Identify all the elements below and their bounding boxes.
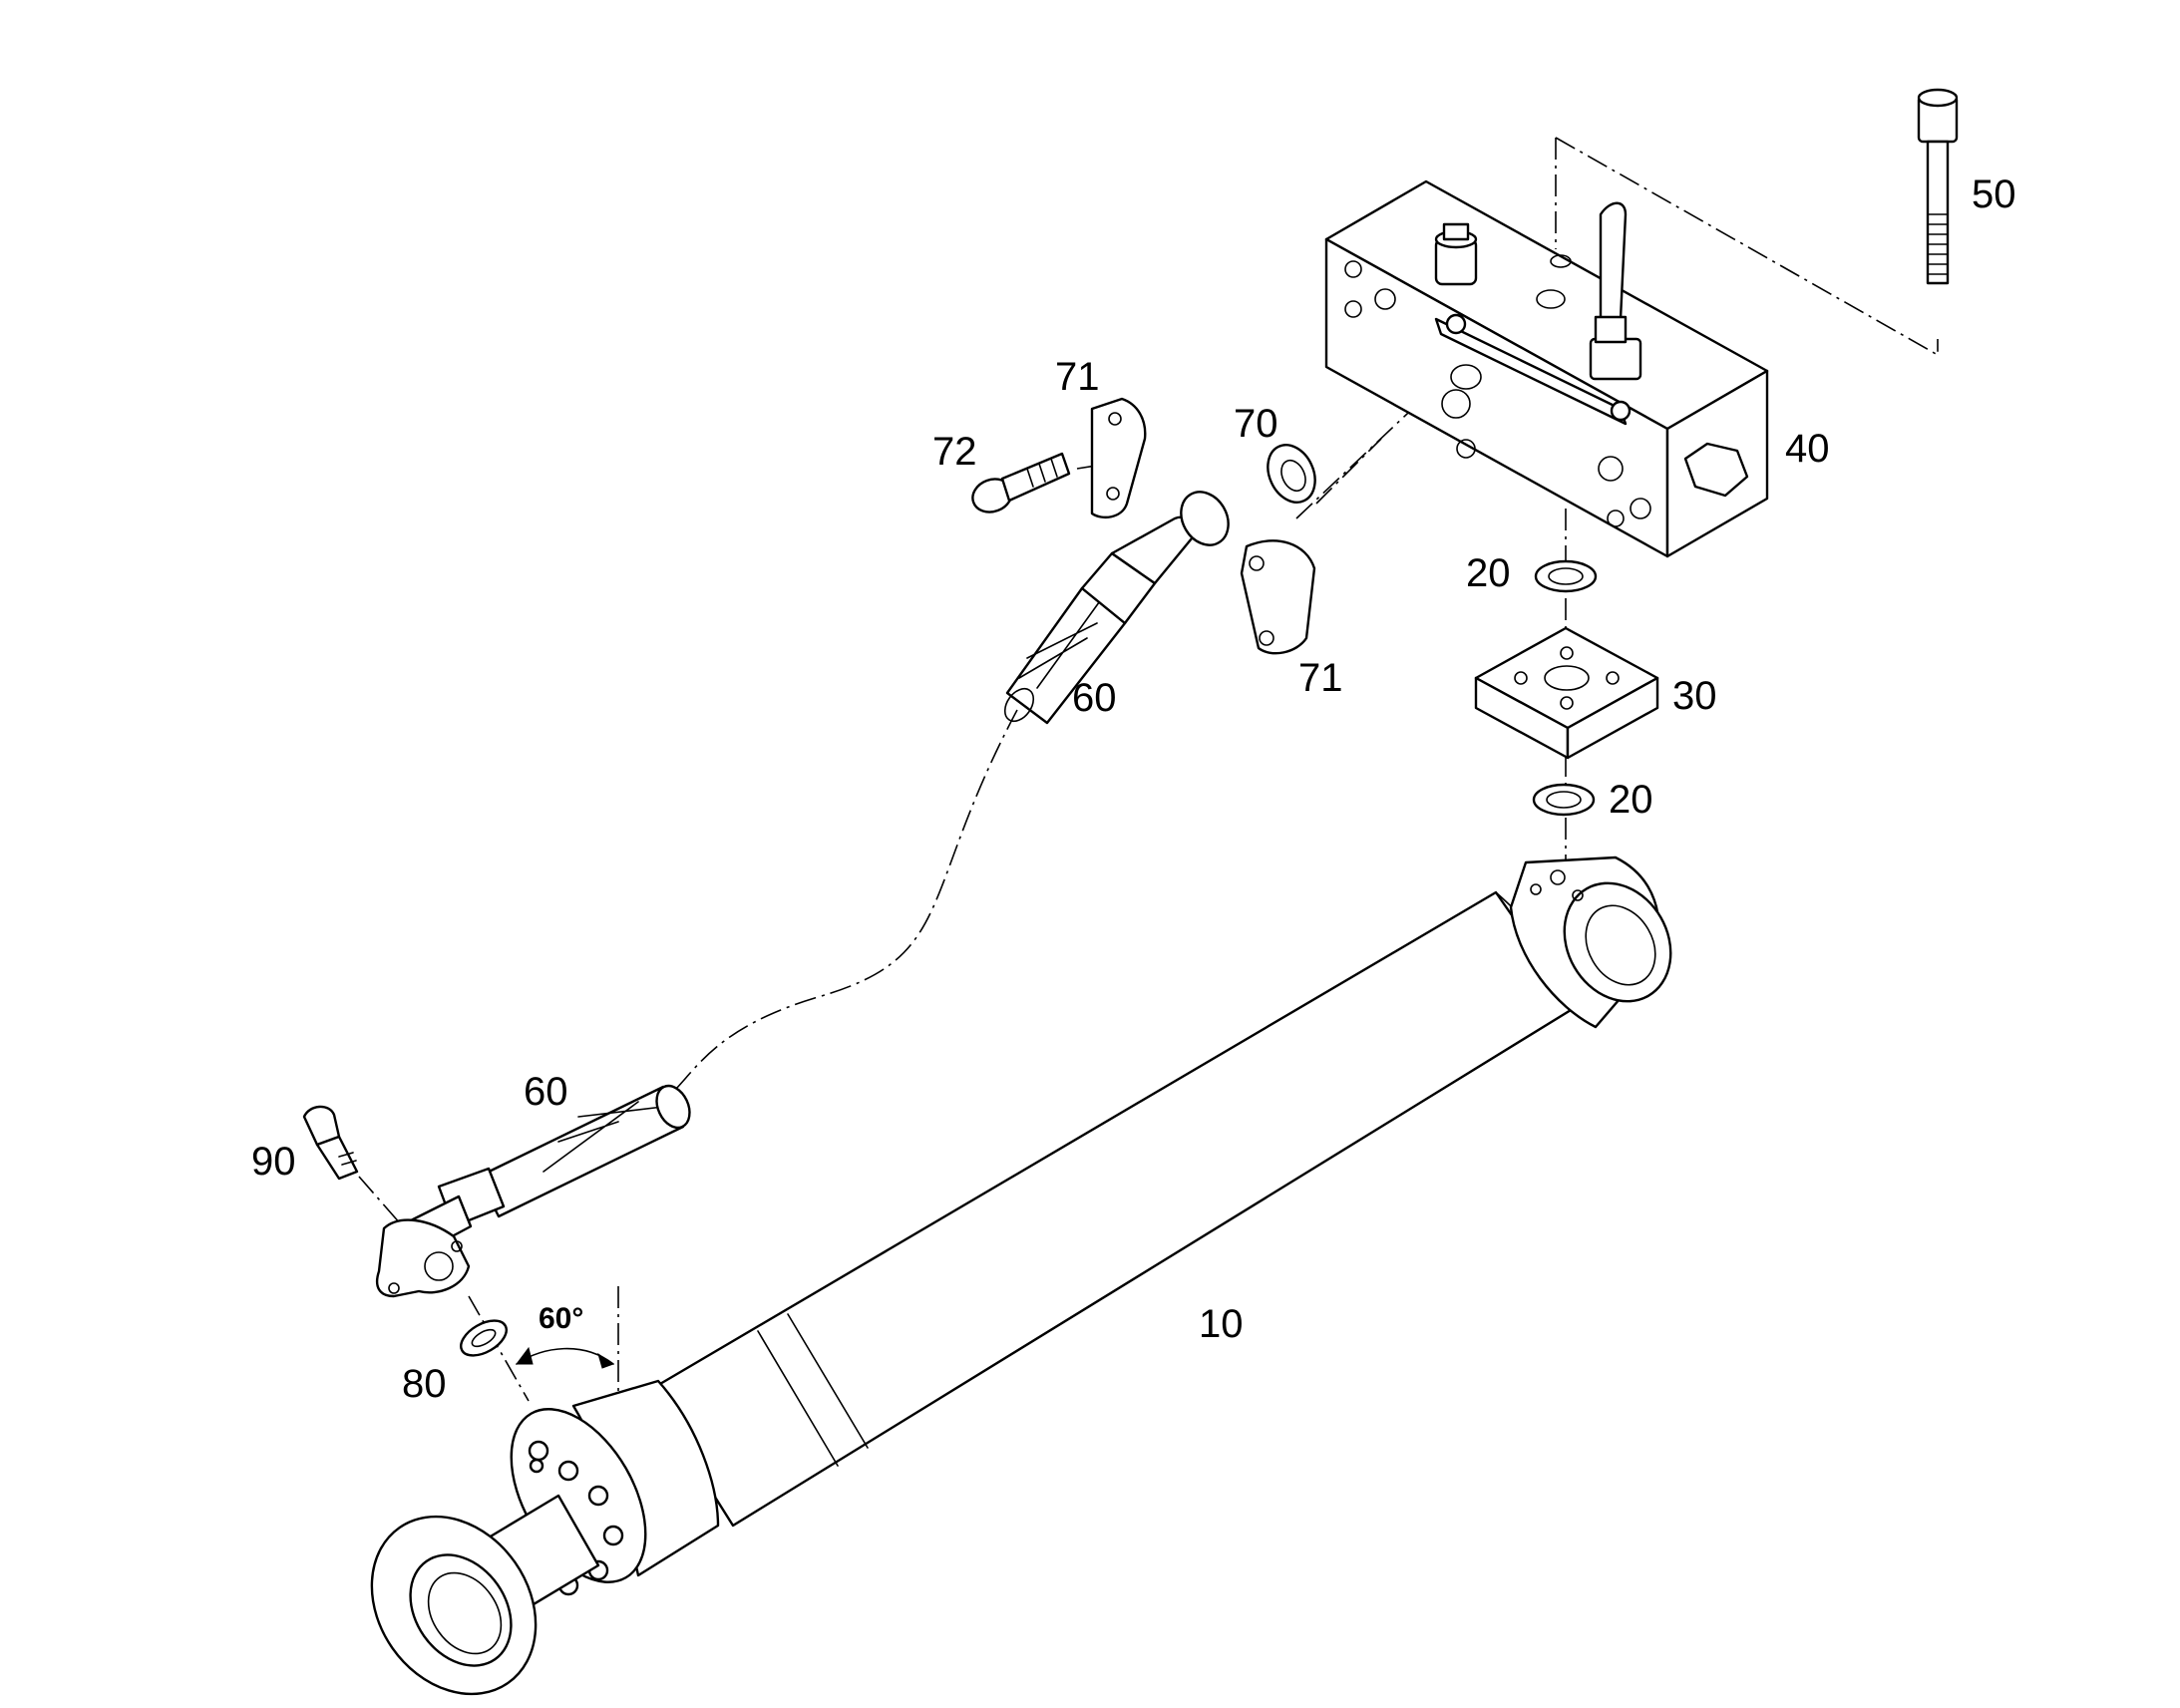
cap-screw-50 (1917, 88, 1959, 285)
callout-60-upper: 60 (1072, 676, 1117, 720)
angle-indicator (516, 1346, 615, 1369)
o-ring-80 (460, 1319, 508, 1357)
valve-block (1324, 179, 1769, 558)
cap-screw-90 (302, 1105, 359, 1181)
cap-screw-72 (971, 452, 1071, 513)
callout-20-lower: 20 (1609, 778, 1653, 822)
callout-60-lower: 60 (524, 1070, 568, 1114)
callout-40: 40 (1785, 427, 1830, 471)
callout-71-upper: 71 (1055, 355, 1100, 399)
hose-lower (375, 1084, 691, 1298)
callout-30: 30 (1672, 674, 1717, 718)
callout-80: 80 (402, 1362, 447, 1406)
seal-ring-upper (1534, 559, 1598, 593)
callout-20-upper: 20 (1466, 551, 1511, 595)
hose-upper (1003, 491, 1230, 725)
callout-50: 50 (1972, 172, 2016, 216)
flange-half-lower (1240, 539, 1316, 655)
o-ring-70 (1267, 444, 1316, 504)
seal-ring-lower (1532, 783, 1596, 817)
flange-half-upper (1090, 397, 1147, 519)
callout-70: 70 (1234, 402, 1278, 446)
assembly-axes (358, 137, 1939, 1402)
angle-label: 60° (539, 1302, 584, 1335)
adapter-plate (1474, 626, 1659, 760)
hydraulic-cylinder (370, 855, 1672, 1696)
callout-10: 10 (1199, 1302, 1244, 1346)
callout-90: 90 (251, 1140, 296, 1184)
callout-72: 72 (932, 430, 977, 474)
callout-71-lower: 71 (1298, 656, 1343, 700)
